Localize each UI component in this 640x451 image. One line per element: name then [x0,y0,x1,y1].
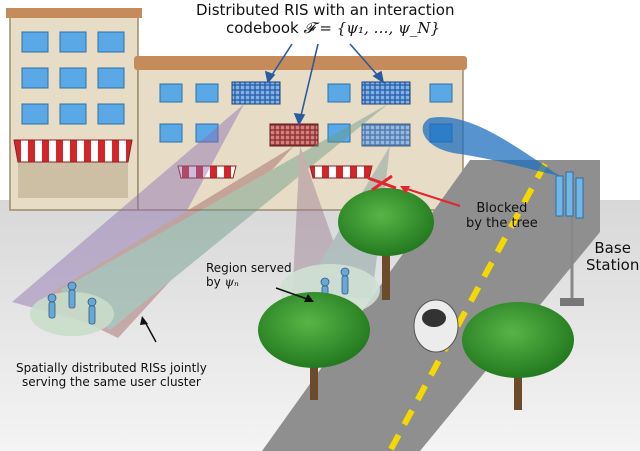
blocked-line2: by the tree [466,215,538,231]
base-line2: Station [586,256,640,275]
base-station-label: Base Station [586,239,640,275]
title-pointer-arrows [264,43,385,126]
title-line1: Distributed RIS with an interaction [196,1,455,19]
ris-panel-right [361,81,411,105]
beams [12,104,390,338]
region-psi: ψₙ [224,274,239,289]
title-codebook: codebook [226,19,299,37]
ris-panel-right-lower [361,123,411,147]
region-by: by [206,274,221,289]
blocked-mark [367,174,397,192]
region-label: Region served by ψₙ [206,261,292,290]
codebook-formula: 𝓕 = {ψ₁, …, ψ_N} [303,19,441,37]
car [413,299,459,353]
trees [258,188,574,410]
region-line1: Region served [206,261,292,275]
ris-panel-center [269,123,319,147]
blocked-arrow [403,187,461,207]
base-line1: Base [594,239,631,257]
spatial-line2: serving the same user cluster [21,374,201,389]
base-station [555,171,584,306]
region-line2: by ψₙ [206,274,292,290]
spatial-label: Spatially distributed RISs jointly servi… [16,361,207,390]
blocked-line1: Blocked [476,201,528,216]
bs-beam [422,116,560,176]
spatial-line1: Spatially distributed RISs jointly [16,361,207,375]
tall-building [6,8,142,211]
blocked-label: Blocked by the tree [466,201,538,232]
ris-panel-left [231,81,281,105]
title-line2: codebook 𝓕 = {ψ₁, …, ψ_N} [226,19,441,37]
